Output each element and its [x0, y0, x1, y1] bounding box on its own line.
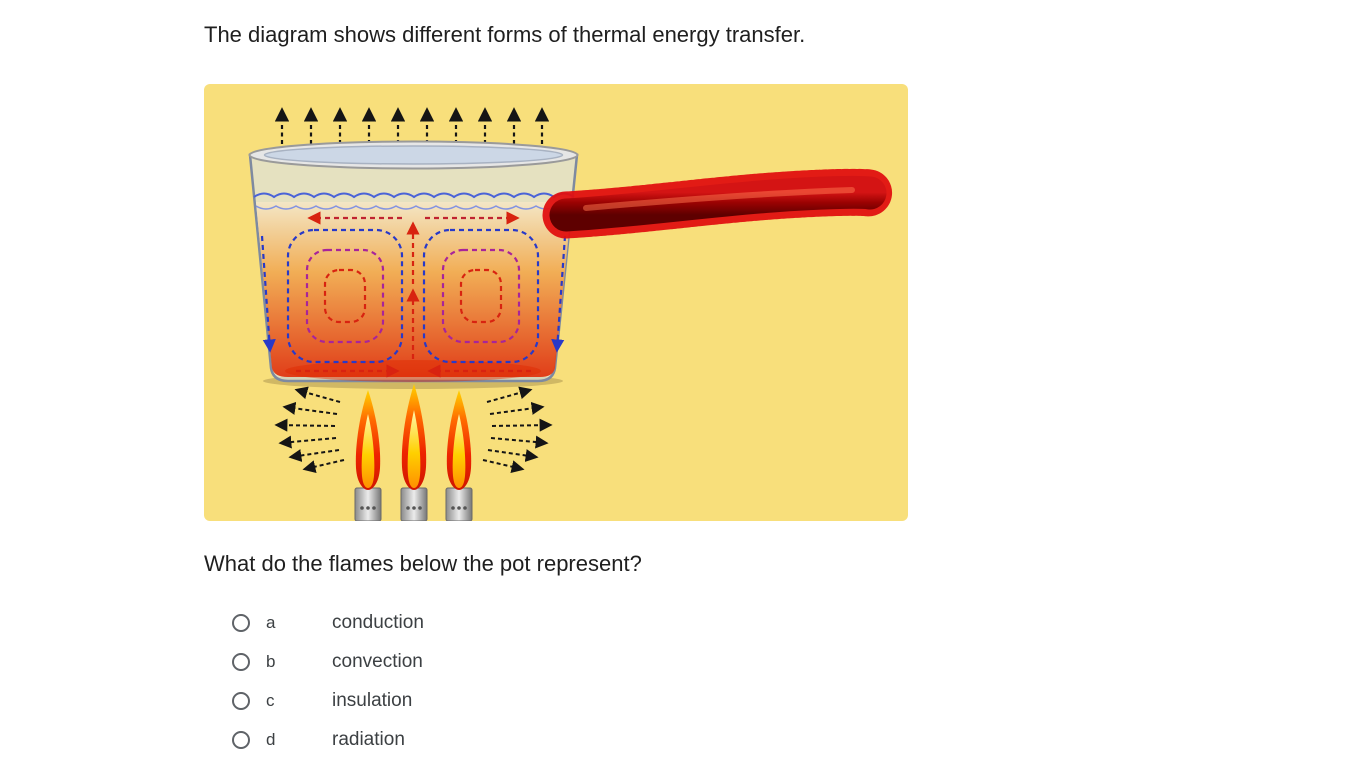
option-label: insulation	[332, 689, 413, 711]
thermal-diagram-svg	[248, 107, 894, 521]
radiation-fan-right	[482, 386, 553, 473]
option-label: radiation	[332, 728, 405, 750]
question-panel: The diagram shows different forms of the…	[204, 0, 964, 759]
option-letter: d	[266, 729, 276, 749]
radiation-fan-left	[274, 386, 345, 473]
option-letter: a	[266, 612, 276, 632]
option-label: convection	[332, 650, 423, 672]
option-label: conduction	[332, 611, 424, 633]
option-row-c: c insulation	[204, 681, 964, 720]
option-letter: b	[266, 651, 276, 671]
radiation-arrows	[274, 386, 553, 473]
steam-arrows	[274, 107, 550, 144]
flame	[446, 390, 472, 490]
radio-option-a[interactable]	[232, 613, 250, 632]
flame	[355, 390, 381, 490]
radio-option-c[interactable]	[232, 691, 250, 710]
option-row-a: a conduction	[204, 603, 964, 642]
option-letter: c	[266, 690, 275, 710]
convection-currents	[260, 211, 567, 378]
option-row-d: d radiation	[204, 720, 964, 759]
option-row-b: b convection	[204, 642, 964, 681]
pot-handle	[542, 168, 894, 239]
pot	[248, 140, 579, 389]
burner-tubes	[354, 487, 473, 521]
question-prompt: What do the flames below the pot represe…	[204, 551, 642, 576]
radio-option-b[interactable]	[232, 652, 250, 671]
burner-flames	[355, 384, 472, 490]
thermal-diagram	[204, 84, 908, 521]
flame	[401, 384, 427, 490]
answer-options: a conduction b convection c insulation d…	[204, 603, 964, 759]
radio-option-d[interactable]	[232, 730, 250, 749]
question-intro: The diagram shows different forms of the…	[204, 22, 806, 47]
